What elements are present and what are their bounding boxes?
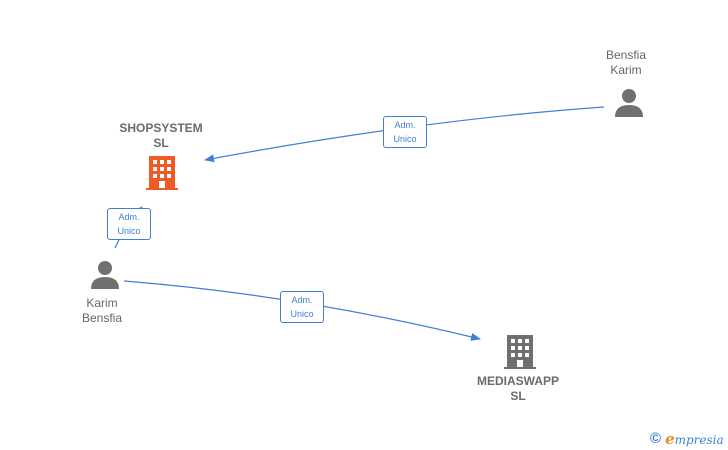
- person-name-line2: Bensfia: [81, 311, 123, 325]
- role-line2: Unico: [393, 134, 417, 144]
- person-label-bensfia-karim[interactable]: Bensfia Karim: [586, 48, 666, 78]
- person-name-line2: Karim: [610, 63, 642, 77]
- edge-label-role[interactable]: Adm. Unico: [107, 208, 151, 240]
- role-line1: Adm.: [291, 295, 313, 305]
- brand-name: mpresia: [674, 432, 724, 447]
- company-name-line2: SL: [153, 136, 169, 150]
- role-line1: Adm.: [118, 212, 140, 222]
- person-icon[interactable]: [90, 260, 120, 290]
- brand-logo: © empresia: [650, 430, 724, 448]
- edge-label-role[interactable]: Adm. Unico: [383, 116, 427, 148]
- person-name-line1: Karim: [86, 296, 118, 310]
- company-label-shopsystem[interactable]: SHOPSYSTEM SL: [105, 121, 217, 151]
- building-icon[interactable]: [504, 335, 536, 369]
- person-name-line1: Bensfia: [605, 48, 647, 62]
- role-line2: Unico: [117, 226, 141, 236]
- person-icon[interactable]: [614, 88, 644, 118]
- edge-label-role[interactable]: Adm. Unico: [280, 291, 324, 323]
- company-label-mediaswapp[interactable]: MEDIASWAPP SL: [462, 374, 574, 404]
- role-line2: Unico: [290, 309, 314, 319]
- brand-initial: e: [665, 429, 675, 448]
- brand-wordmark: empresia: [665, 430, 724, 449]
- copyright-icon: ©: [650, 430, 662, 447]
- building-icon[interactable]: [146, 156, 178, 190]
- company-name-line2: SL: [510, 389, 526, 403]
- company-name-line1: SHOPSYSTEM: [119, 121, 203, 135]
- role-line1: Adm.: [394, 120, 416, 130]
- person-label-karim-bensfia[interactable]: Karim Bensfia: [62, 296, 142, 326]
- company-name-line1: MEDIASWAPP: [476, 374, 559, 388]
